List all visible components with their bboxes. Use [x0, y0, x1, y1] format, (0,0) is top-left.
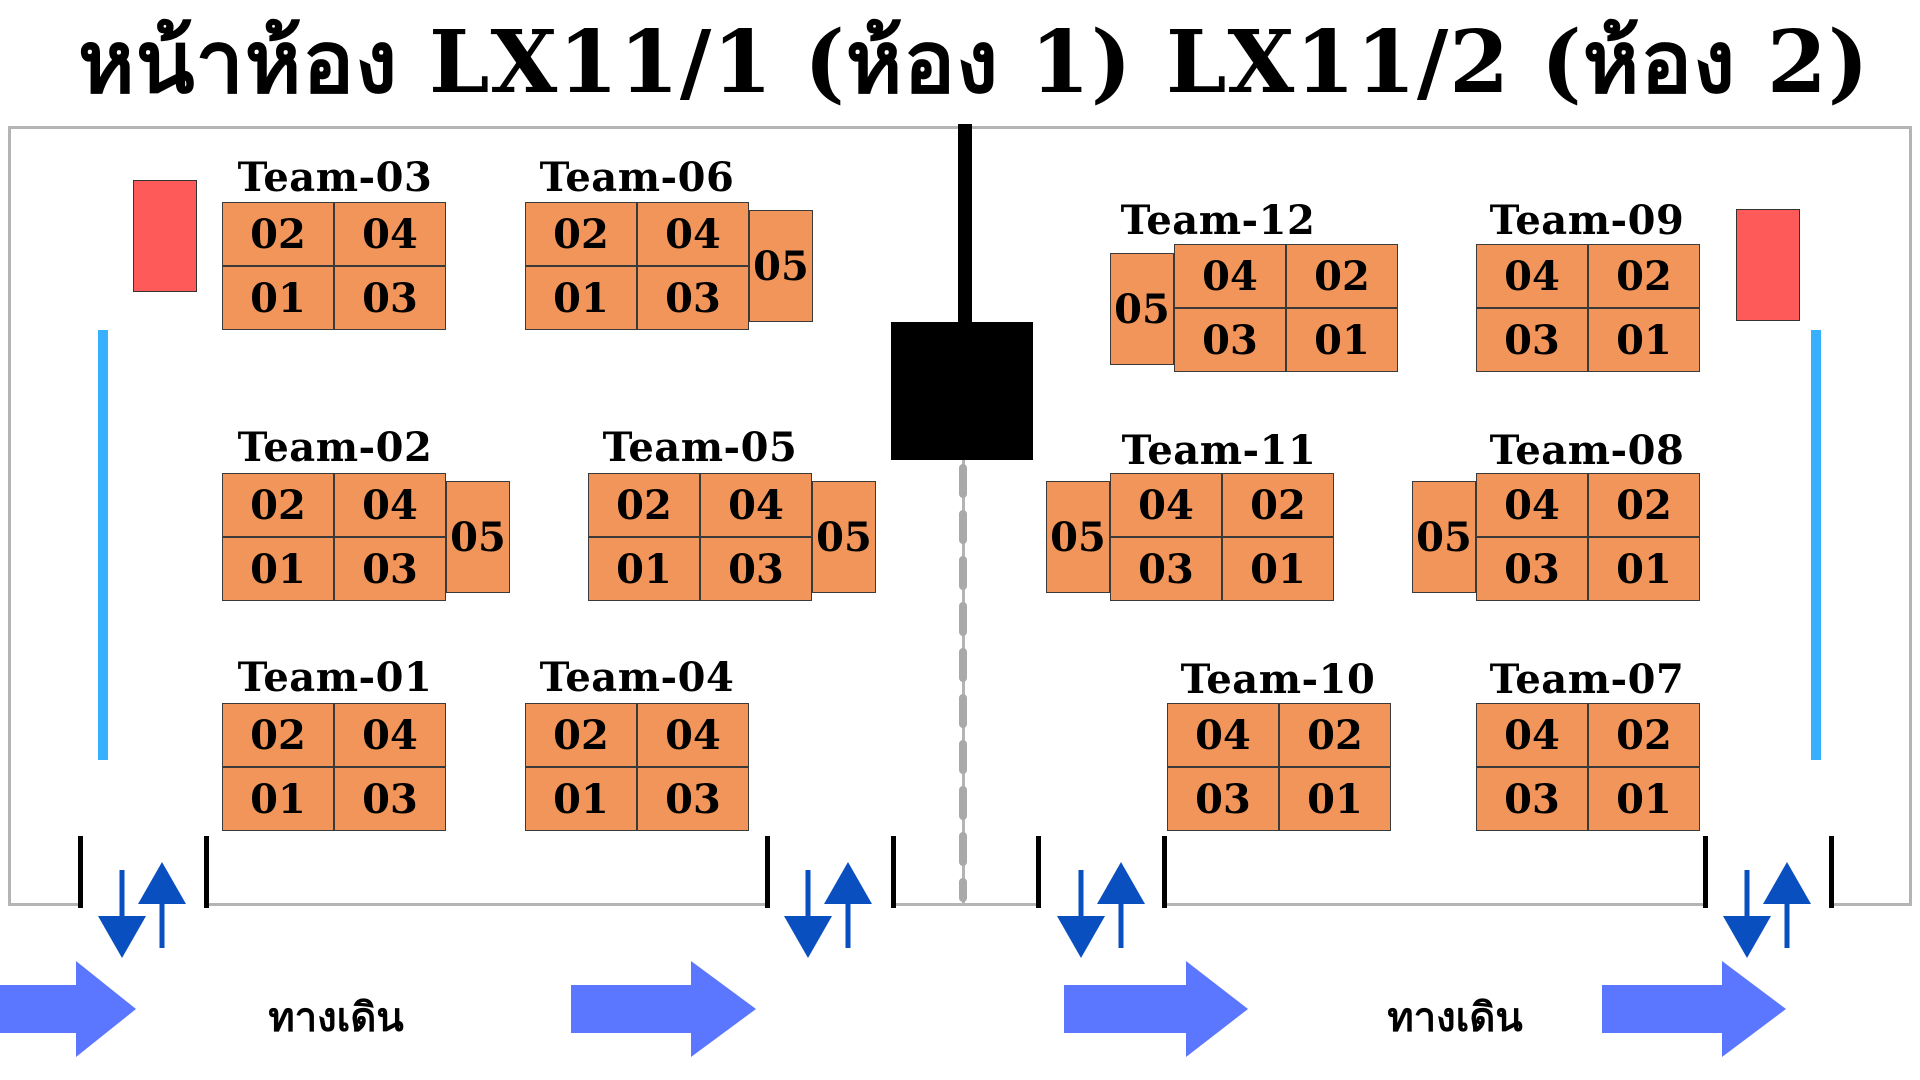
seat: 01 [1588, 537, 1700, 601]
team-label: Team-01 [237, 654, 433, 701]
door-gap [1040, 900, 1162, 910]
walkway-label: ทางเดิน [268, 994, 404, 1041]
seat: 01 [1588, 308, 1700, 372]
team-label: Team-05 [602, 424, 798, 471]
partition-dashed-line [959, 464, 967, 902]
seat: 03 [1476, 537, 1588, 601]
walkway-arrow-icon [0, 961, 136, 1057]
door-frame [1703, 836, 1708, 908]
door-frame [891, 836, 896, 908]
seat: 01 [1279, 767, 1391, 831]
window-wall-room1 [98, 330, 108, 760]
seat: 04 [334, 473, 446, 537]
door-frame [1162, 836, 1167, 908]
red-marker-room1 [133, 180, 197, 292]
door-frame [765, 836, 770, 908]
team-label: Team-12 [1120, 197, 1316, 244]
partition-block [891, 322, 1033, 460]
seat: 03 [334, 537, 446, 601]
seat: 03 [334, 767, 446, 831]
seat: 02 [1286, 244, 1398, 308]
seat: 04 [1476, 244, 1588, 308]
seat: 02 [1222, 473, 1334, 537]
seat: 02 [1588, 473, 1700, 537]
seat: 01 [222, 266, 334, 330]
walkway-arrow-icon [1064, 961, 1248, 1057]
window-wall-room2 [1811, 330, 1821, 760]
seat: 04 [1110, 473, 1222, 537]
seat-extra: 05 [1412, 481, 1476, 593]
team-label: Team-08 [1489, 427, 1685, 474]
door-frame [1829, 836, 1834, 908]
door-in-out-arrows-icon [1723, 862, 1811, 958]
team-label: Team-09 [1489, 197, 1685, 244]
seat-extra: 05 [1046, 481, 1110, 593]
door-frame [204, 836, 209, 908]
door-in-out-arrows-icon [784, 862, 872, 958]
seat-extra: 05 [1110, 253, 1174, 365]
seat: 02 [222, 473, 334, 537]
door-in-out-arrows-icon [1057, 862, 1145, 958]
seat: 03 [1476, 308, 1588, 372]
seat: 03 [1110, 537, 1222, 601]
seat: 04 [334, 703, 446, 767]
seat: 01 [222, 767, 334, 831]
seat: 01 [1286, 308, 1398, 372]
seat: 02 [1588, 703, 1700, 767]
seat: 03 [334, 266, 446, 330]
room2-title: LX11/2 (ห้อง 2) [1166, 12, 1870, 113]
seat: 02 [222, 703, 334, 767]
walkway-arrow-icon [571, 961, 756, 1057]
seat: 02 [525, 703, 637, 767]
team-label: Team-10 [1180, 656, 1376, 703]
seat-extra: 05 [446, 481, 510, 593]
seat: 03 [637, 767, 749, 831]
seat: 01 [588, 537, 700, 601]
seat: 03 [700, 537, 812, 601]
seat: 01 [525, 767, 637, 831]
room1-title: หน้าห้อง LX11/1 (ห้อง 1) [78, 12, 1133, 113]
walkway-arrow-icon [1602, 961, 1786, 1057]
team-label: Team-04 [539, 654, 735, 701]
seat: 04 [334, 202, 446, 266]
door-frame [1036, 836, 1041, 908]
seat: 03 [1167, 767, 1279, 831]
seat: 04 [637, 202, 749, 266]
team-label: Team-03 [237, 154, 433, 201]
team-label: Team-07 [1489, 656, 1685, 703]
seat: 04 [637, 703, 749, 767]
team-label: Team-02 [237, 424, 433, 471]
seat: 04 [1174, 244, 1286, 308]
door-gap [769, 900, 891, 910]
seat: 01 [222, 537, 334, 601]
seat: 02 [588, 473, 700, 537]
seat: 04 [1476, 473, 1588, 537]
seat: 01 [525, 266, 637, 330]
door-in-out-arrows-icon [98, 862, 186, 958]
seat: 03 [1476, 767, 1588, 831]
red-marker-room2 [1736, 209, 1800, 321]
seat: 03 [637, 266, 749, 330]
team-label: Team-06 [539, 154, 735, 201]
seat: 03 [1174, 308, 1286, 372]
seat: 01 [1222, 537, 1334, 601]
seat: 02 [1588, 244, 1700, 308]
seat: 01 [1588, 767, 1700, 831]
door-gap [82, 900, 204, 910]
seat-extra: 05 [749, 210, 813, 322]
seat: 02 [1279, 703, 1391, 767]
seat: 02 [222, 202, 334, 266]
partition-pole [958, 124, 972, 324]
seat: 04 [1476, 703, 1588, 767]
door-frame [78, 836, 83, 908]
seat: 02 [525, 202, 637, 266]
walkway-label: ทางเดิน [1387, 994, 1523, 1041]
seat: 04 [1167, 703, 1279, 767]
door-gap [1707, 900, 1829, 910]
team-label: Team-11 [1121, 427, 1317, 474]
seat-extra: 05 [812, 481, 876, 593]
seat: 04 [700, 473, 812, 537]
